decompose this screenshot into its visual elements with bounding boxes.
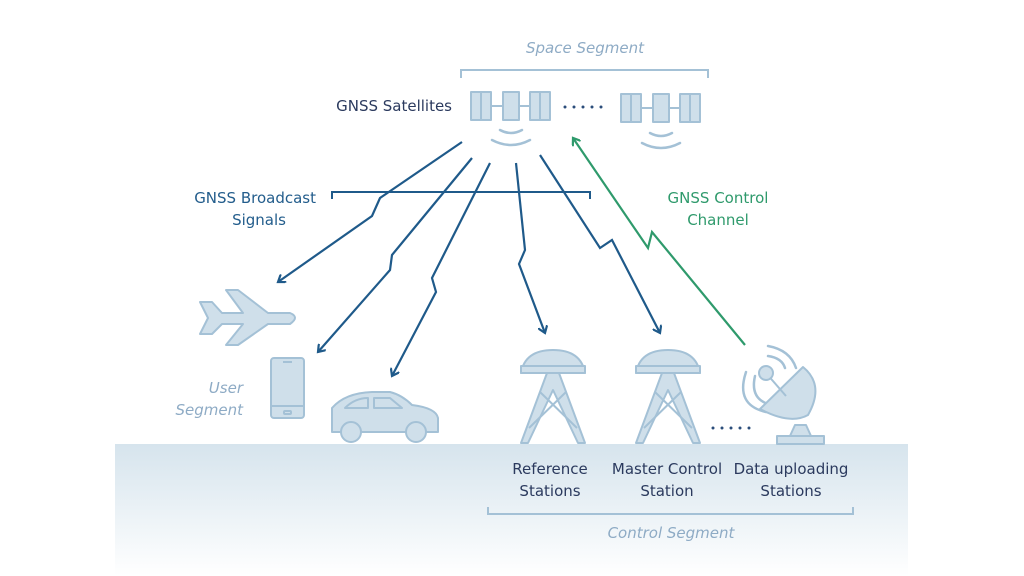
uploading-stations-label-line2: Stations: [760, 482, 821, 500]
control-segment-bracket: [487, 507, 854, 515]
reference-stations-label-line2: Stations: [519, 482, 580, 500]
reference-station-tower-icon: [520, 349, 586, 444]
signal-arrow-master: [539, 154, 660, 333]
ground: [115, 444, 908, 576]
signal-arrow-reference: [514, 162, 545, 333]
signal-arrow-car: [392, 162, 491, 376]
control-channel-arrow: [573, 138, 746, 346]
smartphone-icon: [270, 357, 305, 419]
car-icon: [331, 391, 439, 443]
airplane-icon: [199, 289, 296, 346]
signal-arrow-airplane: [278, 141, 463, 282]
uploading-stations-label-line1: Data uploading: [734, 460, 849, 478]
user-segment-label-line1: User: [209, 379, 244, 397]
satellite-icon: [470, 91, 551, 147]
master-station-tower-icon: [635, 349, 701, 444]
space-segment-bracket: [460, 69, 709, 78]
station-dots: [711, 426, 751, 430]
broadcast-label-line2: Signals: [232, 211, 286, 229]
signal-arrow-phone: [318, 157, 473, 352]
broadcast-bracket: [331, 191, 591, 199]
user-segment-label-line2: Segment: [176, 401, 245, 419]
master-station-label-line1: Master Control: [612, 460, 722, 478]
space-segment-label: Space Segment: [526, 39, 645, 57]
satellite-icon: [620, 93, 701, 150]
control-channel-label-line2: Channel: [687, 211, 749, 229]
reference-stations-label-line1: Reference: [512, 460, 588, 478]
satellite-dots: [563, 105, 603, 109]
control-channel-label-line1: GNSS Control: [668, 189, 769, 207]
satellite-dish-icon: [741, 344, 825, 445]
control-segment-label: Control Segment: [608, 524, 736, 542]
master-station-label-line2: Station: [640, 482, 693, 500]
gnss-satellites-label: GNSS Satellites: [336, 97, 452, 115]
broadcast-label-line1: GNSS Broadcast: [194, 189, 316, 207]
